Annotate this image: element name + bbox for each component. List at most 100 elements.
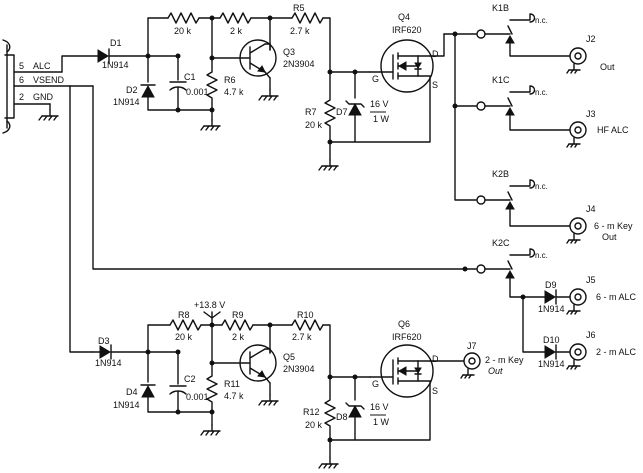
q3-part: 2N3904 bbox=[283, 59, 315, 69]
q4-part: IRF620 bbox=[392, 25, 422, 35]
resistor-r5: R5 2.7 k bbox=[290, 3, 324, 36]
q4-d-pin: D bbox=[432, 49, 439, 59]
resistor-r7: R7 20 k bbox=[305, 71, 336, 161]
c1-value: 0.001 bbox=[186, 87, 209, 97]
j7-label2: Out bbox=[488, 366, 503, 376]
q6-s-pin: S bbox=[432, 386, 438, 396]
top-circuit: D1 1N914 20 k 2 k R5 2.7 k bbox=[97, 3, 445, 171]
r5-ref: R5 bbox=[293, 3, 305, 13]
resistor-r6: R6 4.7 k bbox=[206, 57, 244, 121]
j7-ref: J7 bbox=[467, 341, 477, 351]
r6-value: 4.7 k bbox=[224, 87, 244, 97]
resistor-r12: R12 20 k bbox=[303, 376, 336, 459]
jack-j6: J6 2 - m ALC bbox=[566, 330, 637, 370]
q3-ref: Q3 bbox=[283, 47, 295, 57]
c2-ref: C2 bbox=[184, 374, 196, 384]
r9-value: 2 k bbox=[232, 332, 245, 342]
capacitor-c2: C2 0.001 bbox=[169, 374, 209, 413]
resistor-r9: R9 2 k bbox=[221, 310, 254, 342]
r10-ref: R10 bbox=[297, 310, 314, 320]
relay-section: K1B n.c. K1C n.c. K2B n.c. bbox=[443, 3, 637, 370]
diode-d10: D10 1N914 bbox=[538, 335, 571, 369]
connector-pin5-name: ALC bbox=[33, 61, 51, 71]
k1b-nc: n.c. bbox=[535, 16, 548, 25]
d10-part: 1N914 bbox=[538, 359, 565, 369]
k2b-nc: n.c. bbox=[535, 182, 548, 191]
q4-s-pin: S bbox=[432, 80, 438, 90]
q6-part: IRF620 bbox=[392, 332, 422, 342]
r8-value: 20 k bbox=[175, 332, 193, 342]
d10-ref: D10 bbox=[543, 335, 560, 345]
r10-value: 2.7 k bbox=[292, 332, 312, 342]
k2b-label: K2B bbox=[492, 169, 509, 179]
supply-13v8: +13.8 V bbox=[194, 300, 225, 326]
j5-label: 6 - m ALC bbox=[596, 292, 637, 302]
r11-value: 4.7 k bbox=[224, 391, 244, 401]
j2-ref: J2 bbox=[586, 34, 596, 44]
transistor-q3: Q3 2N3904 bbox=[239, 39, 315, 79]
q6-d-pin: D bbox=[432, 354, 439, 364]
r12-ref: R12 bbox=[303, 407, 320, 417]
resistor-r11: R11 4.7 k bbox=[206, 362, 244, 426]
resistor-2k-top: 2 k bbox=[219, 12, 252, 36]
r-top2-value: 2 k bbox=[230, 26, 243, 36]
resistor-r10: R10 2.7 k bbox=[291, 310, 324, 342]
zener-d7: D7 16 V 1 W bbox=[329, 99, 390, 143]
j6-ref: J6 bbox=[586, 330, 596, 340]
d9-part: 1N914 bbox=[538, 304, 565, 314]
transistor-q5: Q5 2N3904 bbox=[239, 344, 315, 384]
diode-d3: D3 1N914 bbox=[91, 336, 149, 368]
d1-ref: D1 bbox=[110, 38, 122, 48]
j4-ref: J4 bbox=[586, 204, 596, 214]
q6-ref: Q6 bbox=[398, 319, 410, 329]
d8-ref: D8 bbox=[336, 412, 348, 422]
d7-volt: 16 V bbox=[370, 99, 389, 109]
relay-k2c: K2C n.c. bbox=[476, 238, 548, 298]
j3-label: HF ALC bbox=[597, 125, 629, 135]
d3-ref: D3 bbox=[98, 336, 110, 346]
diode-d9: D9 1N914 bbox=[538, 280, 571, 314]
q4-ref: Q4 bbox=[398, 12, 410, 22]
connector-block: 5 ALC 6 VSEND 2 GND bbox=[2, 39, 71, 134]
connector-pin2-num: 2 bbox=[19, 92, 24, 102]
bottom-circuit: D3 1N914 R8 20 k +13.8 V R9 2 k R10 2.7 … bbox=[91, 300, 524, 469]
capacitor-c1: C1 0.001 bbox=[169, 72, 209, 111]
r6-ref: R6 bbox=[224, 75, 236, 85]
j7-label: 2 - m Key bbox=[485, 355, 524, 365]
d4-ref: D4 bbox=[126, 387, 138, 397]
jack-j5: J5 6 - m ALC bbox=[566, 275, 637, 315]
r12-value: 20 k bbox=[305, 420, 323, 430]
k1c-label: K1C bbox=[492, 75, 510, 85]
supply-label: +13.8 V bbox=[194, 300, 225, 310]
j5-ref: J5 bbox=[586, 275, 596, 285]
q4-g-pin: G bbox=[372, 74, 379, 84]
connector-pin2-name: GND bbox=[33, 92, 54, 102]
jack-j2: J2 Out bbox=[566, 34, 615, 74]
jack-j4: J4 6 - m Key Out bbox=[566, 204, 633, 244]
r7-value: 20 k bbox=[305, 120, 323, 130]
q6-g-pin: G bbox=[372, 379, 379, 389]
r8-ref: R8 bbox=[178, 310, 190, 320]
relay-k1b: K1B n.c. bbox=[476, 3, 571, 57]
mosfet-q4: G D S Q4 IRF620 bbox=[369, 12, 439, 93]
connector-pin6-num: 6 bbox=[19, 75, 24, 85]
d3-part: 1N914 bbox=[95, 358, 122, 368]
resistor-20k-top: 20 k bbox=[167, 12, 200, 36]
connector-pin5-num: 5 bbox=[19, 61, 24, 71]
j4-label2: Out bbox=[602, 232, 617, 242]
diode-d1: D1 1N914 bbox=[97, 38, 149, 70]
q5-ref: Q5 bbox=[283, 352, 295, 362]
relay-k1c: K1C n.c. bbox=[476, 75, 571, 131]
diode-d2: D2 1N914 bbox=[113, 84, 213, 111]
r11-ref: R11 bbox=[224, 379, 240, 389]
r5-value: 2.7 k bbox=[290, 26, 310, 36]
c1-ref: C1 bbox=[184, 72, 196, 82]
k2c-nc: n.c. bbox=[535, 251, 548, 260]
r9-ref: R9 bbox=[232, 310, 244, 320]
k2c-label: K2C bbox=[492, 238, 510, 248]
jack-j3: J3 HF ALC bbox=[566, 109, 629, 148]
r7-ref: R7 bbox=[305, 107, 317, 117]
zener-d8: D8 16 V 1 W bbox=[329, 402, 390, 441]
d7-watt: 1 W bbox=[373, 114, 390, 124]
